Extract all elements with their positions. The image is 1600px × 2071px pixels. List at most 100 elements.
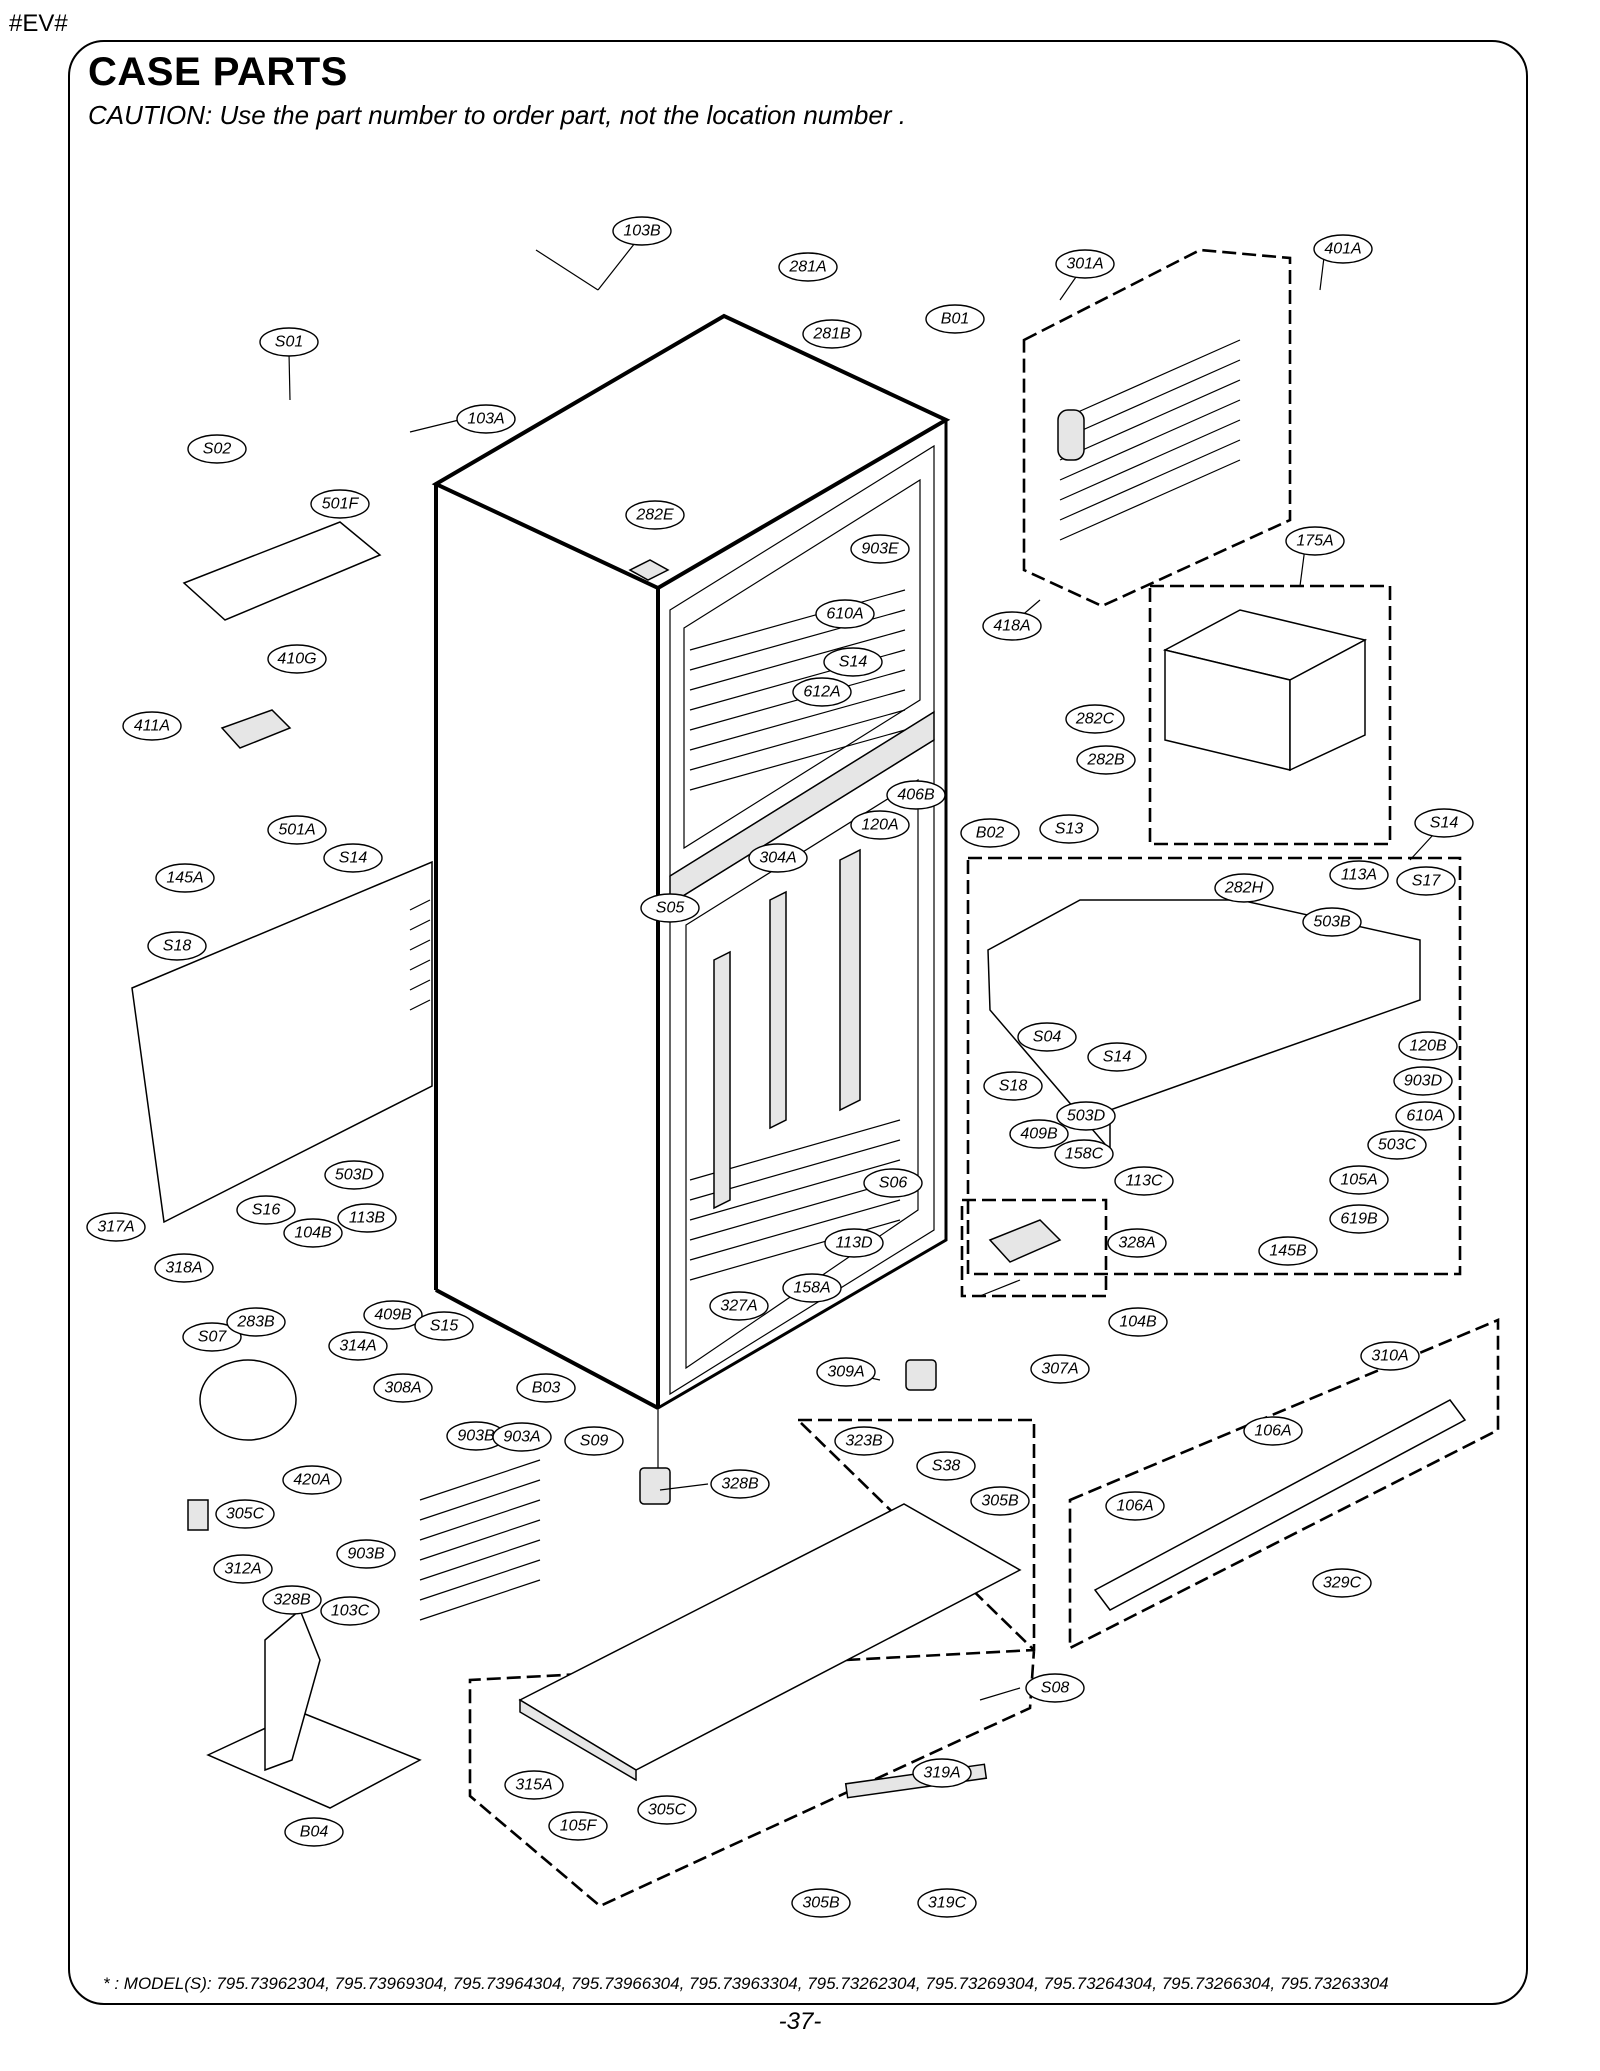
callout-bubble: [802, 319, 862, 349]
callout-bubble: [1056, 1101, 1116, 1131]
callout-bubble: [791, 1888, 851, 1918]
callout-158a: 158A: [782, 1273, 842, 1303]
callout-bubble: [86, 1212, 146, 1242]
callout-text: B01: [941, 311, 969, 328]
callout-s09: S09: [564, 1426, 624, 1456]
callout-410g: 410G: [267, 644, 327, 674]
callout-text: 410G: [277, 651, 316, 668]
callout-319a: 319A: [912, 1758, 972, 1788]
callout-text: S18: [999, 1078, 1028, 1095]
callout-318a: 318A: [154, 1253, 214, 1283]
callout-text: B04: [300, 1824, 329, 1841]
callout-text: 104B: [294, 1225, 332, 1242]
callout-281a: 281A: [778, 252, 838, 282]
callout-bubble: [816, 1357, 876, 1387]
callout-104b: 104B: [1108, 1307, 1168, 1337]
callout-309a: 309A: [816, 1357, 876, 1387]
callout-text: 328B: [273, 1592, 311, 1609]
callout-text: S15: [430, 1318, 459, 1335]
callout-text: 323B: [845, 1433, 883, 1450]
callout-105a: 105A: [1329, 1165, 1389, 1195]
callout-text: S02: [203, 441, 232, 458]
callout-bubble: [1285, 526, 1345, 556]
callout-bubble: [516, 1373, 576, 1403]
callout-text: S14: [339, 850, 368, 867]
callout-text: 903A: [503, 1429, 540, 1446]
callout-145a: 145A: [155, 863, 215, 893]
callout-bubble: [834, 1426, 894, 1456]
callout-bubble: [960, 818, 1020, 848]
callout-305b: 305B: [970, 1486, 1030, 1516]
callout-bubble: [1114, 1166, 1174, 1196]
callout-bubble: [925, 304, 985, 334]
callout-s06: S06: [863, 1168, 923, 1198]
callout-106a: 106A: [1243, 1416, 1303, 1446]
callout-s05: S05: [640, 893, 700, 923]
callout-s04: S04: [1017, 1022, 1077, 1052]
callout-bubble: [1055, 249, 1115, 279]
callout-text: 282C: [1075, 711, 1115, 728]
callout-text: 411A: [134, 718, 170, 735]
callout-317a: 317A: [86, 1212, 146, 1242]
callout-bubble: [1214, 873, 1274, 903]
callout-text: 317A: [97, 1219, 134, 1236]
callout-bubble: [1393, 1066, 1453, 1096]
callout-411a: 411A: [122, 711, 182, 741]
callout-328b: 328B: [262, 1585, 322, 1615]
callout-120a: 120A: [850, 810, 910, 840]
callout-bubble: [983, 1071, 1043, 1101]
callout-bubble: [1360, 1341, 1420, 1371]
callout-bubble: [1302, 907, 1362, 937]
callout-307a: 307A: [1030, 1354, 1090, 1384]
callout-903d: 903D: [1393, 1066, 1453, 1096]
callout-113b: 113B: [337, 1203, 397, 1233]
callout-text: 281A: [788, 259, 826, 276]
callout-bubble: [982, 611, 1042, 641]
callout-281b: 281B: [802, 319, 862, 349]
callout-text: 113D: [835, 1235, 873, 1252]
callout-158c: 158C: [1054, 1139, 1114, 1169]
callout-bubble: [1009, 1119, 1069, 1149]
callout-text: 418A: [993, 618, 1030, 635]
callout-s14: S14: [323, 843, 383, 873]
callout-text: S14: [839, 654, 868, 671]
callout-text: 503D: [1067, 1108, 1106, 1125]
callout-text: 106A: [1116, 1498, 1153, 1515]
callout-bubble: [259, 327, 319, 357]
callout-bubble: [823, 647, 883, 677]
callout-text: 503B: [1313, 914, 1351, 931]
callout-text: 318A: [165, 1260, 202, 1277]
callout-bubble: [147, 931, 207, 961]
callout-bubble: [1087, 1042, 1147, 1072]
callout-bubble: [1025, 1673, 1085, 1703]
callout-503c: 503C: [1367, 1130, 1427, 1160]
callout-text: S06: [879, 1175, 908, 1192]
callout-text: 401A: [1324, 241, 1361, 258]
callout-text: 305C: [226, 1506, 265, 1523]
callout-bubble: [640, 893, 700, 923]
callout-328b: 328B: [710, 1469, 770, 1499]
callout-text: 105F: [560, 1818, 598, 1835]
callout-401a: 401A: [1313, 234, 1373, 264]
callout-bubble: [792, 677, 852, 707]
callout-bubble: [863, 1168, 923, 1198]
callout-328a: 328A: [1107, 1228, 1167, 1258]
callout-501a: 501A: [267, 815, 327, 845]
callout-text: 145B: [1269, 1243, 1307, 1260]
callout-text: 305B: [802, 1895, 840, 1912]
callout-903b: 903B: [336, 1539, 396, 1569]
callout-text: S38: [932, 1458, 961, 1475]
callout-s14: S14: [1087, 1042, 1147, 1072]
callout-327a: 327A: [709, 1291, 769, 1321]
callout-b02: B02: [960, 818, 1020, 848]
callout-282c: 282C: [1065, 704, 1125, 734]
callout-bubble: [414, 1311, 474, 1341]
callout-s18: S18: [983, 1071, 1043, 1101]
callout-bubble: [320, 1596, 380, 1626]
callout-612a: 612A: [792, 677, 852, 707]
callout-bubble: [1312, 1568, 1372, 1598]
callout-bubble: [267, 644, 327, 674]
callout-text: 319C: [928, 1895, 967, 1912]
callout-text: 314A: [339, 1338, 376, 1355]
callout-bubble: [262, 1585, 322, 1615]
